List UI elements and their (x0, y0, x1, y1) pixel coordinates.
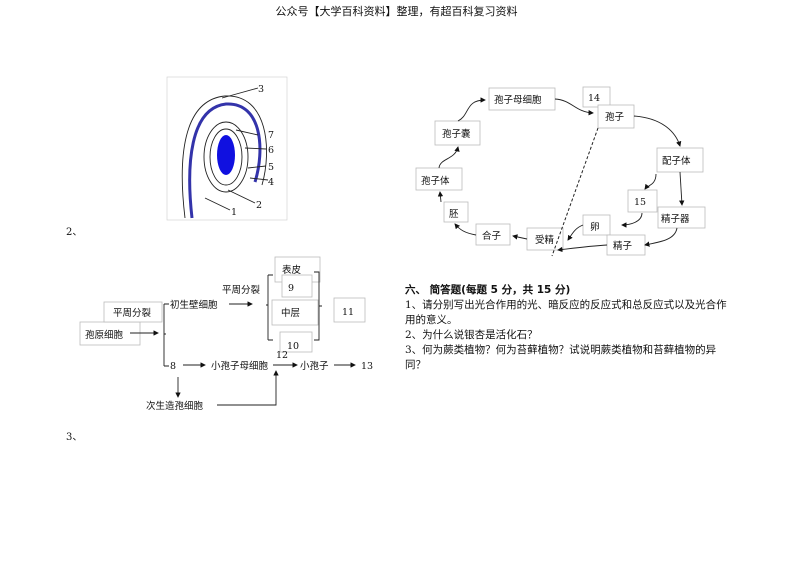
question-3: 3、何为蕨类植物？何为苔藓植物？试说明蕨类植物和苔藓植物的异同？ (405, 344, 717, 371)
leaf-label-1: 1 (231, 207, 237, 218)
node-secondary-sporogenous: 次生造孢细胞 (146, 400, 204, 412)
question-3-label: 3、 (66, 432, 83, 443)
node-zygote: 合子 (482, 230, 502, 242)
page-header: 公众号【大学百科资料】整理，有超百科复习资料 (275, 5, 518, 18)
blank-11: 11 (342, 307, 354, 318)
leaf-label-3: 3 (258, 84, 264, 95)
node-sporocyte: 孢子母细胞 (494, 94, 542, 106)
leaf-label-6: 6 (268, 145, 274, 156)
leaf-label-7: 7 (268, 130, 274, 141)
node-archesporial: 孢原细胞 (85, 329, 124, 341)
blank-12: 12 (276, 350, 288, 361)
question-2-label: 2、 (66, 227, 83, 238)
section-6-title: 六、 简答题(每题 5 分，共 15 分) (405, 284, 571, 296)
node-spore: 孢子 (605, 111, 625, 123)
node-gametophyte: 配子体 (662, 155, 691, 167)
node-egg: 卵 (590, 222, 600, 233)
leaf-label-4: 4 (268, 177, 274, 188)
node-fertilization: 受精 (535, 234, 555, 246)
leaf-cross-section-figure: 3 7 6 5 4 2 1 (166, 76, 288, 221)
blank-9: 9 (288, 283, 294, 294)
label-periclinal-1: 平周分裂 (113, 307, 152, 319)
node-sporangium: 孢子囊 (442, 128, 471, 140)
node-microspore: 小孢子 (300, 360, 329, 372)
node-antheridium: 精子器 (661, 213, 690, 225)
node-middle-layer: 中层 (281, 307, 300, 319)
blank-13: 13 (361, 361, 373, 372)
life-cycle-diagram: 孢子母细胞 14 孢子 配子体 15 精子器 卵 精子 受精 合子 胚 孢子体 … (415, 86, 706, 257)
blank-15: 15 (634, 197, 646, 208)
node-microsporocyte: 小孢子母细胞 (211, 360, 269, 372)
blank-10: 10 (287, 341, 299, 352)
question-2: 2、为什么说银杏是活化石？ (405, 329, 538, 341)
blank-8: 8 (170, 361, 176, 372)
node-primary-wall: 初生壁细胞 (170, 299, 218, 311)
node-sperm: 精子 (613, 240, 633, 252)
node-embryo: 胚 (449, 209, 459, 220)
node-sporophyte: 孢子体 (421, 175, 450, 187)
leaf-label-5: 5 (268, 162, 274, 173)
blank-14: 14 (588, 93, 600, 104)
node-epidermis: 表皮 (282, 264, 302, 276)
question-1: 1、请分别写出光合作用的光、暗反应的反应式和总反应式以及光合作用的意义。 (405, 299, 727, 326)
leaf-label-2: 2 (256, 200, 262, 211)
label-periclinal-2: 平周分裂 (222, 284, 261, 296)
anther-development-flowchart: 孢原细胞 平周分裂 初生壁细胞 平周分裂 表皮 9 中层 10 11 8 小孢子… (79, 256, 373, 412)
